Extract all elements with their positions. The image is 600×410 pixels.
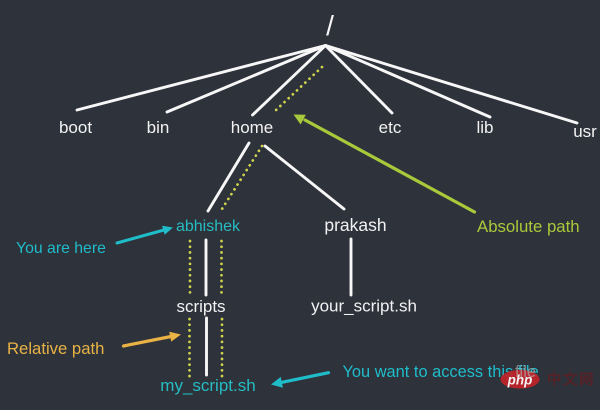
svg-text:file: file — [515, 363, 536, 381]
svg-text:my_script.sh: my_script.sh — [160, 376, 255, 395]
svg-text:boot: boot — [59, 118, 92, 137]
svg-text:中文网: 中文网 — [547, 371, 595, 389]
svg-text:You are here: You are here — [16, 240, 106, 257]
svg-text:usr: usr — [573, 122, 597, 141]
svg-text:prakash: prakash — [324, 215, 386, 235]
svg-text:Absolute path: Absolute path — [477, 217, 580, 236]
svg-text:home: home — [231, 118, 274, 137]
svg-text:scripts: scripts — [176, 297, 225, 316]
svg-text:abhishek: abhishek — [176, 218, 241, 235]
svg-text:your_script.sh: your_script.sh — [311, 297, 417, 316]
svg-text:Relative path: Relative path — [7, 339, 104, 358]
svg-text:/: / — [326, 10, 334, 41]
svg-text:php: php — [507, 373, 533, 388]
svg-text:etc: etc — [379, 118, 402, 137]
svg-text:You want to access this file: You want to access this file — [343, 363, 539, 381]
svg-text:lib: lib — [476, 118, 493, 137]
svg-text:bin: bin — [147, 118, 170, 137]
